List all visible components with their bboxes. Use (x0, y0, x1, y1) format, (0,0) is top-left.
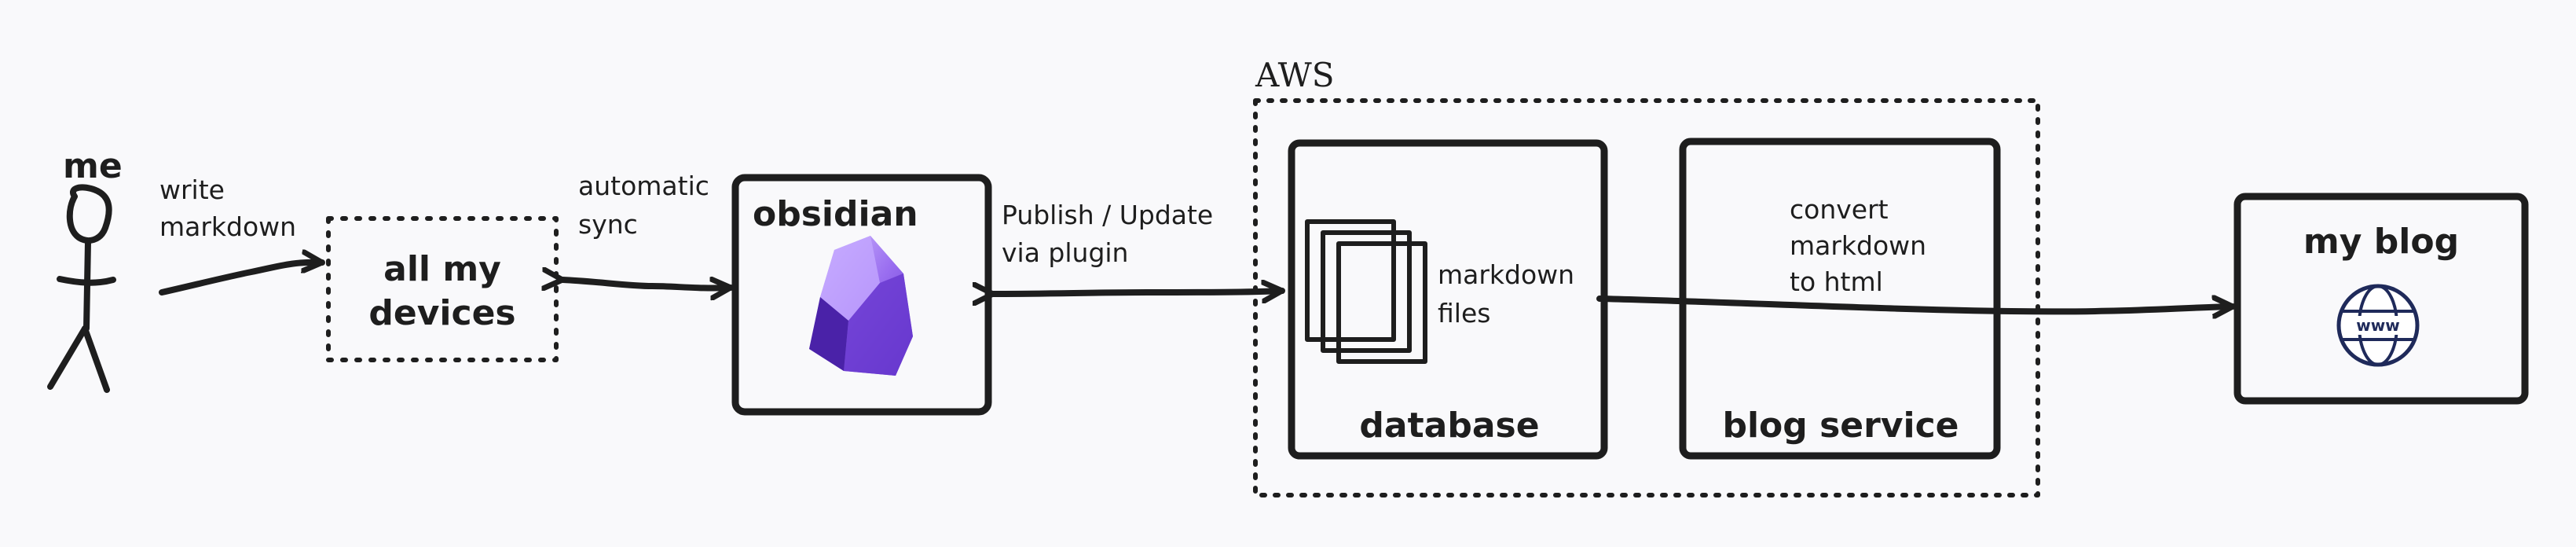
files-label-line2: files (1438, 298, 1490, 329)
arrow-devices-obsidian (562, 280, 734, 288)
edge-sync-line2: sync (578, 209, 638, 240)
edge-publish-line2: via plugin (1002, 237, 1128, 268)
arrow-obsidian-database (993, 291, 1285, 294)
edge-write-line2: markdown (159, 211, 296, 242)
files-stack-icon (1305, 219, 1427, 364)
service-note-line1: convert (1790, 194, 1889, 225)
obsidian-label: obsidian (753, 194, 918, 234)
edge-publish: Publish / Update via plugin (993, 200, 1285, 294)
person-figure: me (47, 146, 123, 393)
arrow-database-to-blog (1596, 299, 2236, 311)
database-node: markdown files database (1288, 139, 1608, 460)
files-label-line1: markdown (1438, 259, 1574, 290)
obsidian-logo-icon (809, 236, 913, 376)
devices-node: all my devices (326, 216, 559, 362)
edge-write-line1: write (159, 174, 225, 205)
blog-service-node: convert markdown to html blog service (1679, 138, 2001, 460)
obsidian-node: obsidian (731, 174, 992, 416)
database-label: database (1359, 406, 1539, 446)
arrow-me-to-devices (159, 262, 325, 296)
edge-publish-line1: Publish / Update (1002, 200, 1213, 230)
blog-node: my blog www (2233, 193, 2529, 405)
service-note-line2: markdown (1790, 230, 1926, 261)
edge-sync-line1: automatic (578, 171, 709, 201)
devices-box (326, 216, 559, 362)
service-note-line3: to html (1790, 266, 1883, 297)
person-label: me (63, 146, 123, 186)
edge-automatic-sync: automatic sync (562, 171, 734, 288)
blog-box (2233, 193, 2529, 405)
blog-label: my blog (2303, 222, 2459, 262)
aws-group: AWS (1253, 56, 2040, 497)
aws-label: AWS (1255, 56, 1335, 94)
globe-text: www (2356, 316, 2399, 335)
devices-label-line1: all my (383, 249, 501, 289)
stick-figure-icon (47, 184, 116, 393)
blog-service-label: blog service (1722, 406, 1959, 446)
edge-write-markdown: write markdown (159, 174, 325, 296)
devices-label-line2: devices (368, 293, 515, 333)
globe-icon: www (2336, 284, 2420, 367)
aws-boundary (1253, 98, 2040, 497)
